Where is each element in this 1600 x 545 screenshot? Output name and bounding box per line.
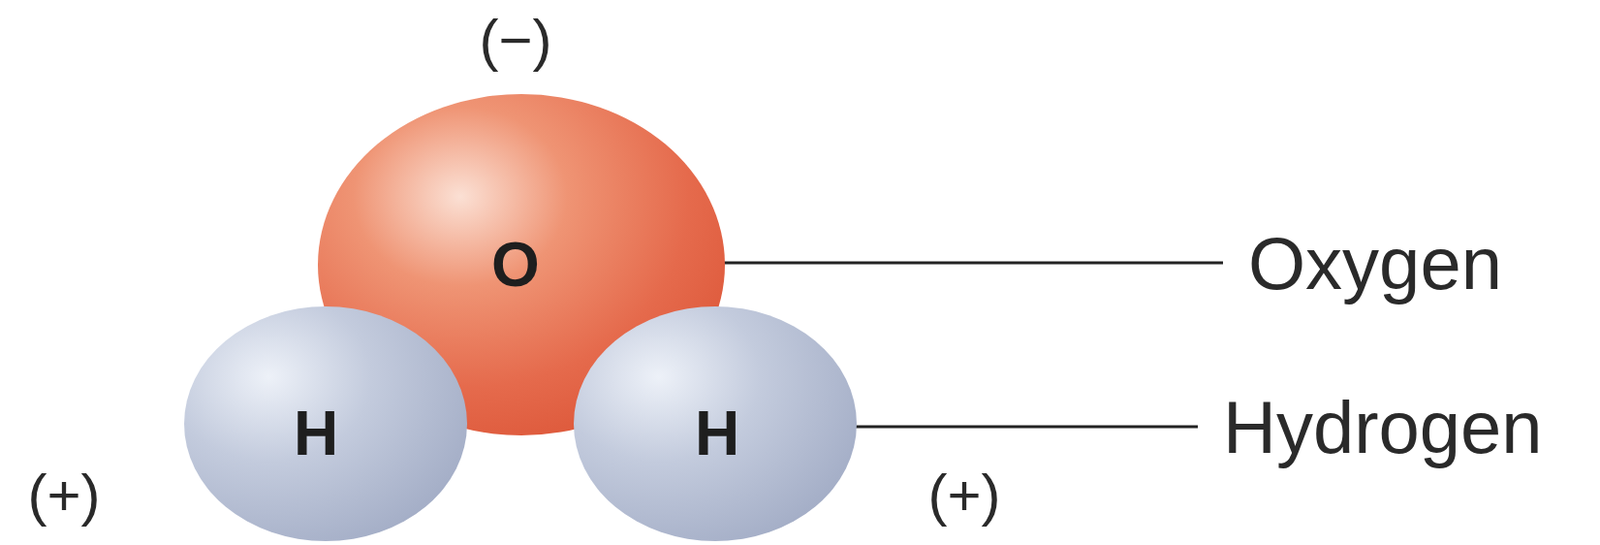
charge-sign: (+) (28, 466, 101, 525)
hydrogen-atom: H (184, 306, 468, 541)
atom-name: Oxygen (1248, 226, 1503, 301)
atom-name: Hydrogen (1223, 390, 1543, 465)
atom-symbol: H (293, 402, 339, 465)
hydrogen-atom: H (573, 306, 857, 541)
charge-sign: (−) (479, 11, 553, 70)
atom-fill (184, 306, 468, 541)
atom-fill (573, 306, 857, 541)
atom-symbol: O (491, 233, 540, 296)
charge-sign: (+) (928, 466, 1002, 525)
atom-symbol: H (694, 402, 740, 465)
